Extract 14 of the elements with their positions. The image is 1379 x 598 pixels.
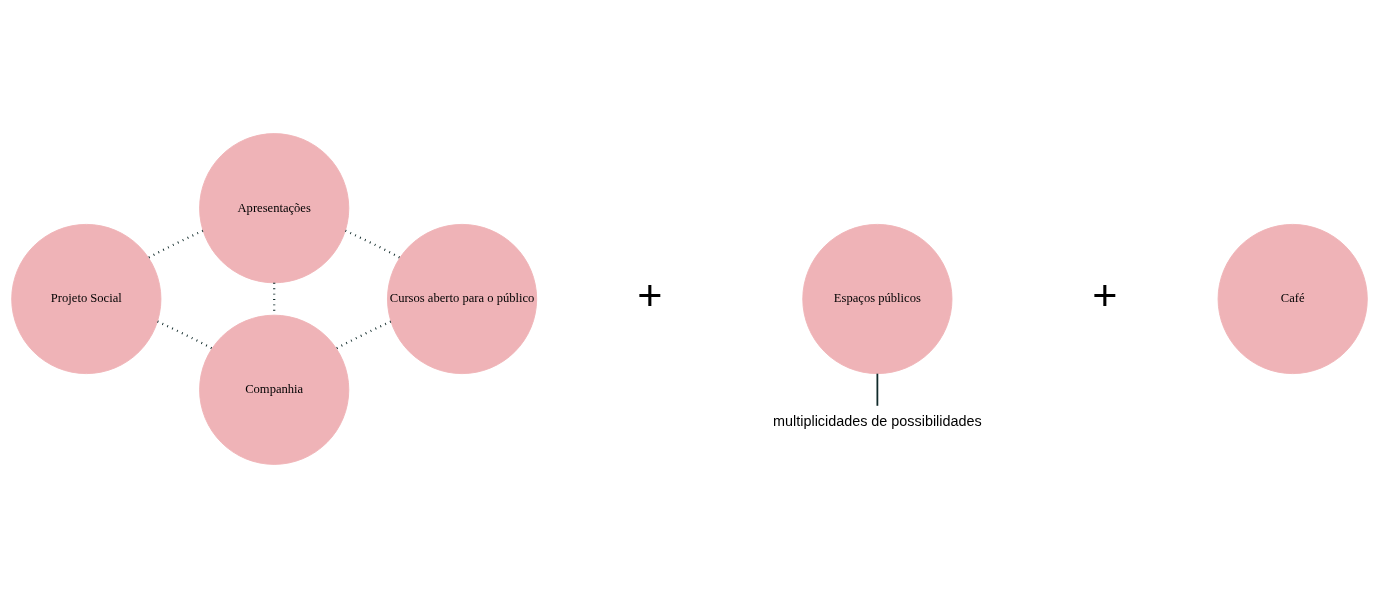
label: + bbox=[1092, 270, 1118, 319]
node-circle: Apresentações bbox=[199, 133, 350, 284]
connector bbox=[876, 372, 879, 407]
node-circle: Espaços públicos bbox=[802, 223, 953, 375]
connector bbox=[336, 320, 392, 350]
connector bbox=[344, 229, 401, 259]
node-text: multiplicidades de possibilidades bbox=[773, 412, 982, 429]
connector bbox=[148, 229, 204, 259]
node-circle: Cursos aberto para o público bbox=[387, 223, 538, 375]
node-circle: Companhia bbox=[199, 314, 350, 465]
label: + bbox=[637, 270, 663, 319]
node-circle: Café bbox=[1217, 223, 1368, 375]
node-circle: Projeto Social bbox=[11, 223, 162, 375]
connector bbox=[157, 320, 213, 350]
